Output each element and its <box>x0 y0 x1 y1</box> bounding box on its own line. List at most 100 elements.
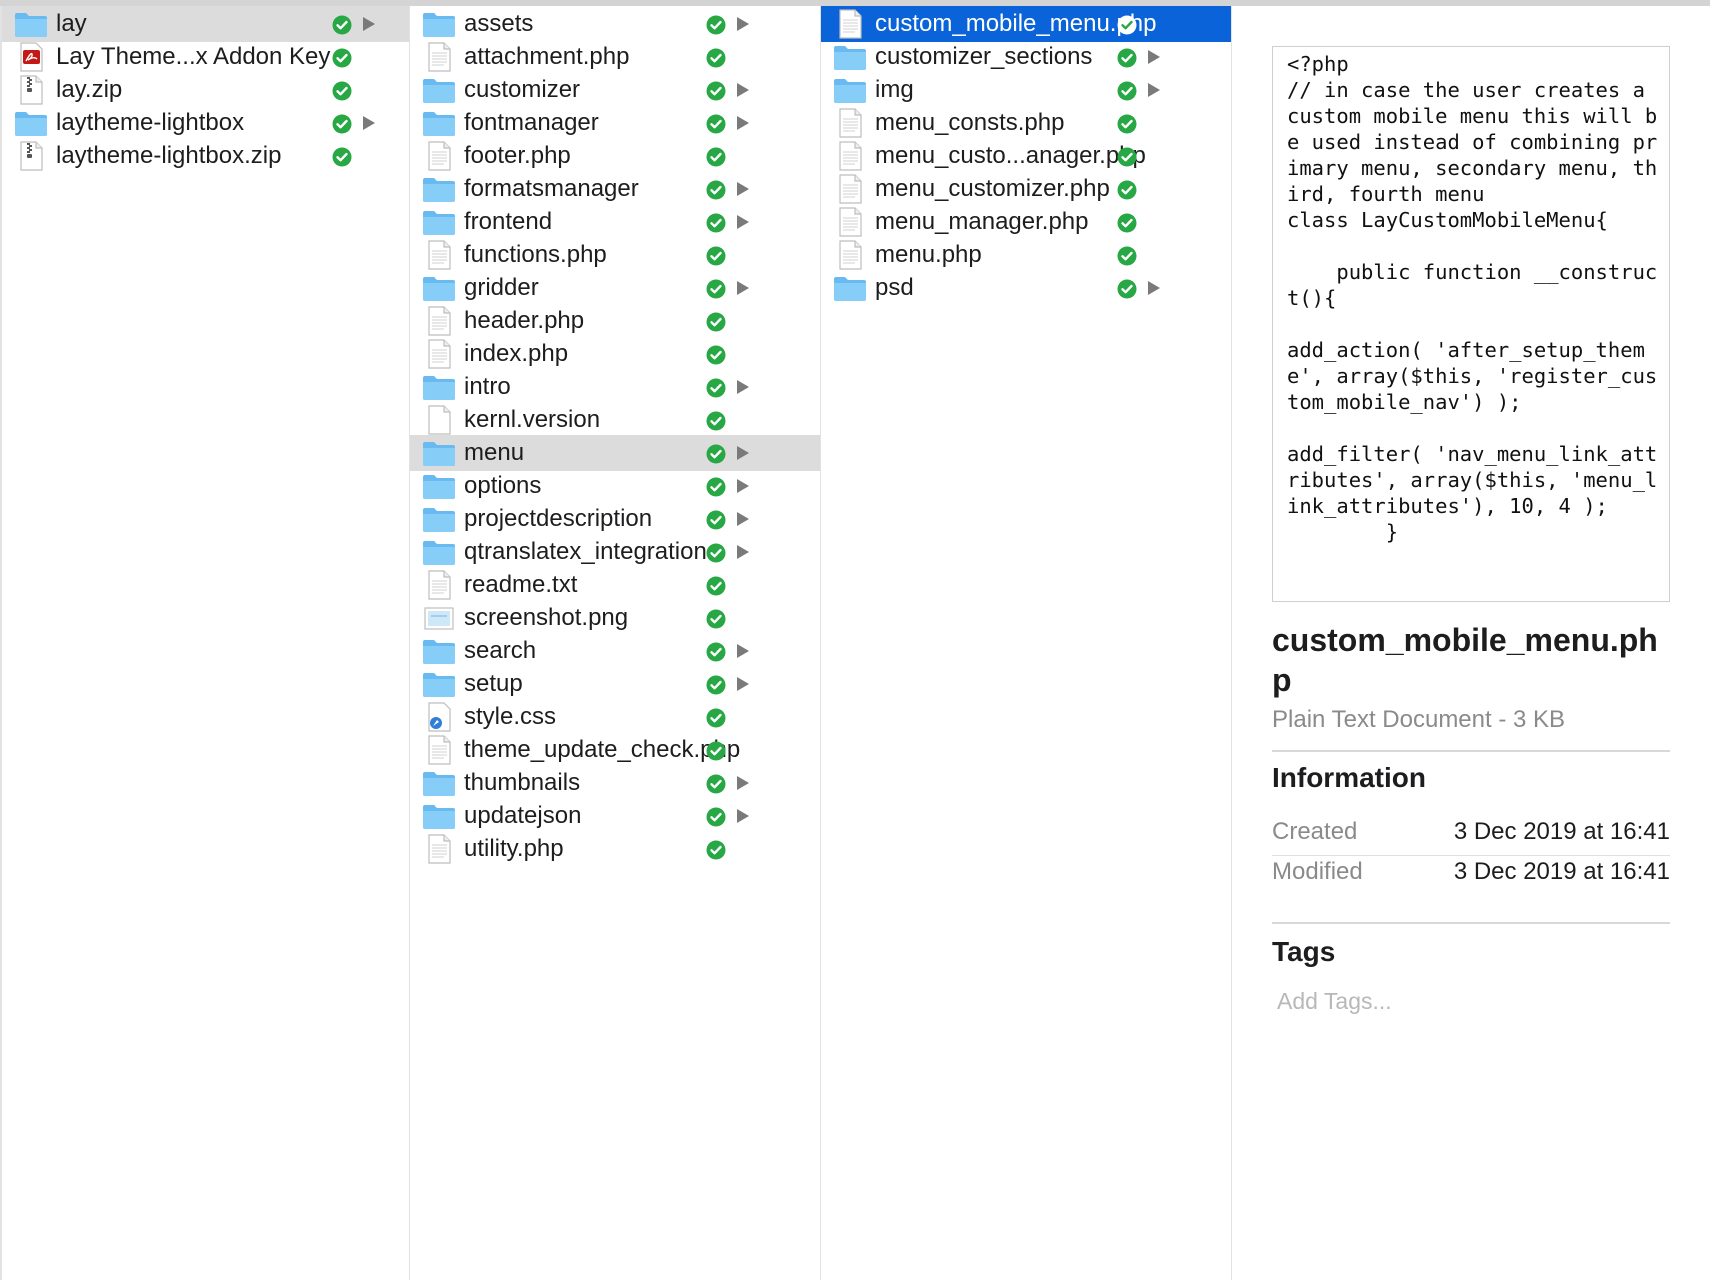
file-preview[interactable]: <?php // in case the user creates a cust… <box>1272 46 1670 602</box>
folder-row[interactable]: options <box>410 468 820 504</box>
disclosure-arrow-icon <box>737 776 749 790</box>
file-row[interactable]: menu.php <box>821 237 1231 273</box>
item-name: qtranslatex_integration <box>464 538 707 565</box>
disclosure-arrow-icon <box>737 116 749 130</box>
folder-row[interactable]: assets <box>410 6 820 42</box>
disclosure-arrow-icon <box>363 116 375 130</box>
synced-check-icon <box>706 410 726 431</box>
synced-check-icon <box>706 608 726 629</box>
document-icon <box>422 240 456 270</box>
folder-row[interactable]: formatsmanager <box>410 171 820 207</box>
synced-check-icon <box>706 113 726 134</box>
item-name: custom_mobile_menu.php <box>875 10 1157 37</box>
folder-row[interactable]: img <box>821 72 1231 108</box>
document-icon <box>833 174 867 204</box>
synced-check-icon <box>706 740 726 761</box>
file-row[interactable]: readme.txt <box>410 567 820 603</box>
synced-check-icon <box>706 839 726 860</box>
folder-icon <box>422 438 456 468</box>
file-row[interactable]: kernl.version <box>410 402 820 438</box>
disclosure-arrow-icon <box>737 281 749 295</box>
item-name: fontmanager <box>464 109 599 136</box>
disclosure-arrow-icon <box>737 83 749 97</box>
folder-row[interactable]: projectdescription <box>410 501 820 537</box>
file-row[interactable]: menu_manager.php <box>821 204 1231 240</box>
disclosure-arrow-icon <box>1148 281 1160 295</box>
folder-row[interactable]: frontend <box>410 204 820 240</box>
file-row[interactable]: theme_update_check.php <box>410 732 820 768</box>
folder-row[interactable]: thumbnails <box>410 765 820 801</box>
folder-row[interactable]: lay <box>2 6 409 42</box>
item-name: img <box>875 76 914 103</box>
item-name: index.php <box>464 340 569 367</box>
synced-check-icon <box>706 773 726 794</box>
folder-icon <box>422 669 456 699</box>
disclosure-arrow-icon <box>1148 50 1160 64</box>
synced-check-icon <box>706 641 726 662</box>
document-icon <box>833 141 867 171</box>
item-name: search <box>464 637 537 664</box>
document-icon <box>422 306 456 336</box>
document-icon <box>422 42 456 72</box>
folder-row[interactable]: fontmanager <box>410 105 820 141</box>
item-name: menu_manager.php <box>875 208 1089 235</box>
file-row[interactable]: custom_mobile_menu.php <box>821 6 1231 42</box>
divider <box>1272 750 1670 752</box>
folder-icon <box>422 174 456 204</box>
item-name: frontend <box>464 208 553 235</box>
folder-row[interactable]: intro <box>410 369 820 405</box>
file-row[interactable]: index.php <box>410 336 820 372</box>
item-name: thumbnails <box>464 769 581 796</box>
document-icon <box>833 240 867 270</box>
folder-icon <box>422 537 456 567</box>
blank-file-icon <box>422 405 456 435</box>
disclosure-arrow-icon <box>737 479 749 493</box>
item-name: menu_customizer.php <box>875 175 1110 202</box>
folder-row[interactable]: laytheme-lightbox <box>2 105 409 141</box>
add-tags-field[interactable]: Add Tags... <box>1277 988 1392 1014</box>
file-row[interactable]: menu_custo...anager.php <box>821 138 1231 174</box>
file-row[interactable]: functions.php <box>410 237 820 273</box>
folder-row[interactable]: customizer <box>410 72 820 108</box>
preview-code: <?php // in case the user creates a cust… <box>1287 52 1658 544</box>
folder-row[interactable]: setup <box>410 666 820 702</box>
document-icon <box>422 735 456 765</box>
synced-check-icon <box>706 377 726 398</box>
folder-row[interactable]: search <box>410 633 820 669</box>
divider <box>1272 922 1670 924</box>
file-row[interactable]: header.php <box>410 303 820 339</box>
folder-row[interactable]: qtranslatex_integration <box>410 534 820 570</box>
folder-row[interactable]: psd <box>821 270 1231 306</box>
file-row[interactable]: utility.php <box>410 831 820 867</box>
information-heading: Information <box>1272 762 1426 793</box>
disclosure-arrow-icon <box>737 215 749 229</box>
synced-check-icon <box>706 344 726 365</box>
folder-row[interactable]: gridder <box>410 270 820 306</box>
file-row[interactable]: style.css <box>410 699 820 735</box>
folder-row[interactable]: menu <box>410 435 820 471</box>
synced-check-icon <box>332 113 352 134</box>
folder-row[interactable]: customizer_sections <box>821 39 1231 75</box>
folder-icon <box>422 801 456 831</box>
file-row[interactable]: footer.php <box>410 138 820 174</box>
file-row[interactable]: menu_customizer.php <box>821 171 1231 207</box>
file-row[interactable]: Lay Theme...x Addon Key <box>2 39 409 75</box>
file-row[interactable]: screenshot.png <box>410 600 820 636</box>
disclosure-arrow-icon <box>737 809 749 823</box>
file-row[interactable]: attachment.php <box>410 39 820 75</box>
file-row[interactable]: lay.zip <box>2 72 409 108</box>
item-name: attachment.php <box>464 43 630 70</box>
synced-check-icon <box>1117 278 1137 299</box>
file-row[interactable]: laytheme-lightbox.zip <box>2 138 409 174</box>
folder-row[interactable]: updatejson <box>410 798 820 834</box>
synced-check-icon <box>1117 113 1137 134</box>
disclosure-arrow-icon <box>1148 83 1160 97</box>
item-name: options <box>464 472 542 499</box>
tags-heading: Tags <box>1272 936 1336 967</box>
disclosure-arrow-icon <box>737 182 749 196</box>
file-row[interactable]: menu_consts.php <box>821 105 1231 141</box>
item-name: theme_update_check.php <box>464 736 741 763</box>
